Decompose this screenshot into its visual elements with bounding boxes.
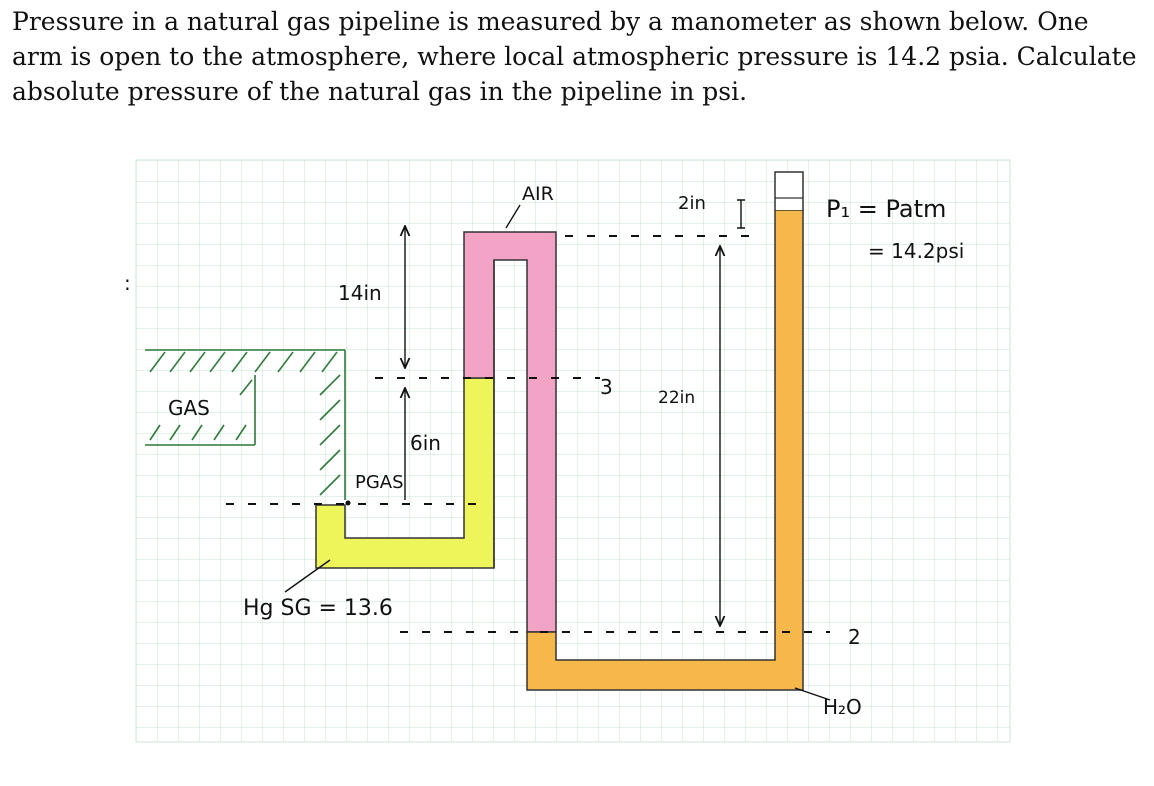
pgas-label: PGAS	[355, 472, 404, 493]
gas-label: GAS	[168, 396, 210, 420]
graph-paper	[135, 159, 1011, 743]
dim-6in-label: 6in	[410, 431, 441, 455]
h2o-leader	[794, 687, 831, 701]
hg-leader	[284, 559, 331, 593]
air-label: AIR	[522, 183, 554, 205]
air-leader	[505, 204, 521, 229]
p1-label-line1: P₁ = Patm	[826, 195, 946, 223]
reference-lines	[226, 235, 830, 633]
hg-label: Hg SG = 13.6	[243, 596, 393, 621]
open-end	[774, 171, 804, 210]
arrow-2in-marker	[737, 199, 745, 229]
h2o-label: H₂O	[823, 695, 862, 719]
pipe-wall-hatch	[145, 349, 346, 500]
dim-2in-label: 2in	[678, 193, 706, 214]
dim-14in-label: 14in	[338, 281, 382, 305]
problem-statement: Pressure in a natural gas pipeline is me…	[12, 7, 1137, 106]
point-pgas	[345, 500, 351, 506]
left-mark: :	[124, 271, 131, 295]
point-3-label: 3	[600, 375, 613, 399]
dim-22in-label: 22in	[658, 388, 695, 408]
point-2-label: 2	[848, 625, 861, 649]
p1-label-line2: = 14.2psi	[868, 239, 964, 263]
